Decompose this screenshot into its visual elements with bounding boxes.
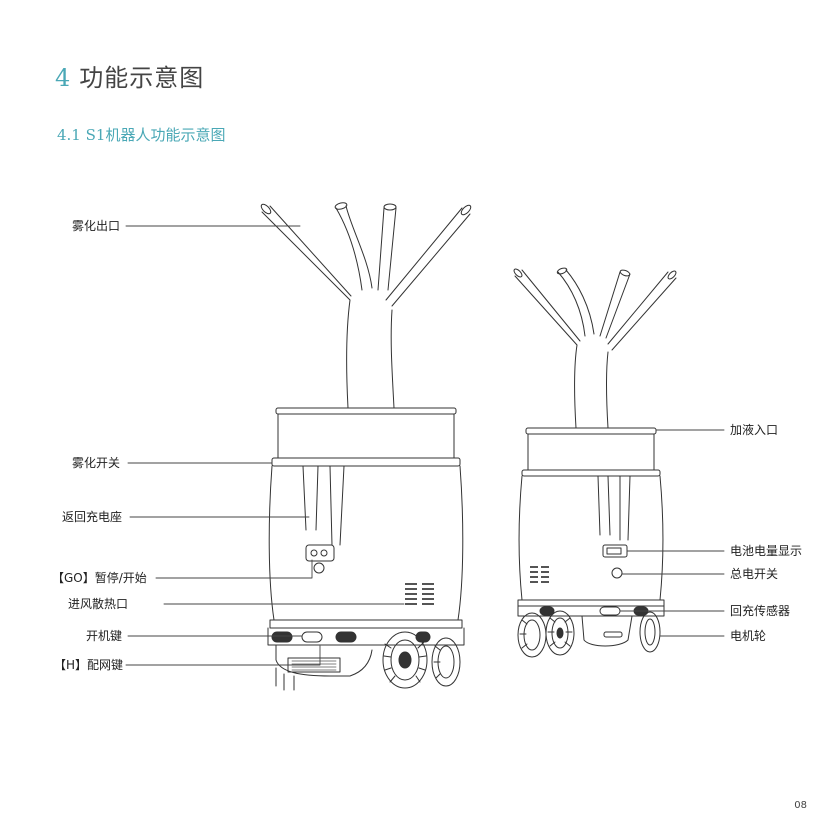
go-button-illustration	[313, 562, 325, 574]
left-button-panel	[305, 544, 335, 562]
power-key-illustration	[301, 631, 323, 643]
left-robot-illustration	[260, 202, 472, 691]
right-wheels	[517, 610, 661, 658]
right-lid-top	[525, 427, 657, 435]
page-number: 08	[794, 800, 807, 811]
section-title: 功能示意图	[79, 64, 205, 92]
label-main-power-switch: 总电开关	[730, 567, 779, 581]
label-mist-outlet: 雾化出口	[72, 219, 121, 233]
right-robot-illustration	[513, 267, 677, 658]
right-vent-dots	[530, 566, 549, 583]
left-chassis	[267, 627, 465, 646]
right-body	[518, 475, 664, 601]
label-motor-wheel: 电机轮	[730, 629, 767, 643]
left-nozzle-tree	[260, 202, 472, 409]
label-mist-switch: 雾化开关	[72, 456, 121, 470]
right-lower-housing	[581, 615, 633, 647]
right-inner-tube	[597, 475, 631, 541]
pair-key-grille	[287, 657, 341, 673]
left-wheels	[275, 631, 461, 691]
left-lid-top	[275, 407, 457, 415]
label-charging-dock-return: 返回充电座	[62, 510, 123, 524]
label-h-pair-key: 【H】配网键	[54, 658, 124, 672]
left-lower-housing	[275, 644, 373, 677]
left-inner-tube	[302, 465, 345, 546]
left-lid-band	[277, 413, 455, 459]
right-nozzle-tree	[513, 267, 677, 429]
label-go-pause-start: 【GO】暂停/开始	[52, 571, 147, 585]
left-body	[268, 465, 464, 621]
left-vent-dots	[405, 583, 434, 605]
left-base-rim	[269, 619, 463, 629]
right-collar	[521, 469, 661, 477]
left-mist-switch-ring	[271, 457, 461, 467]
main-switch-illustration	[611, 567, 623, 579]
label-battery-display: 电池电量显示	[730, 544, 803, 558]
subsection-heading: 4.1 S1机器人功能示意图	[57, 126, 226, 144]
right-lid-band	[527, 433, 655, 471]
label-air-vent: 进风散热口	[68, 597, 129, 611]
section-number: 4	[55, 64, 72, 92]
leader-lines	[125, 225, 725, 666]
dock-sensor-illustration	[599, 606, 621, 616]
label-refill-inlet: 加液入口	[730, 423, 779, 437]
label-dock-sensor: 回充传感器	[730, 604, 791, 618]
right-base-rim	[517, 599, 665, 607]
label-power-key: 开机键	[86, 629, 123, 643]
